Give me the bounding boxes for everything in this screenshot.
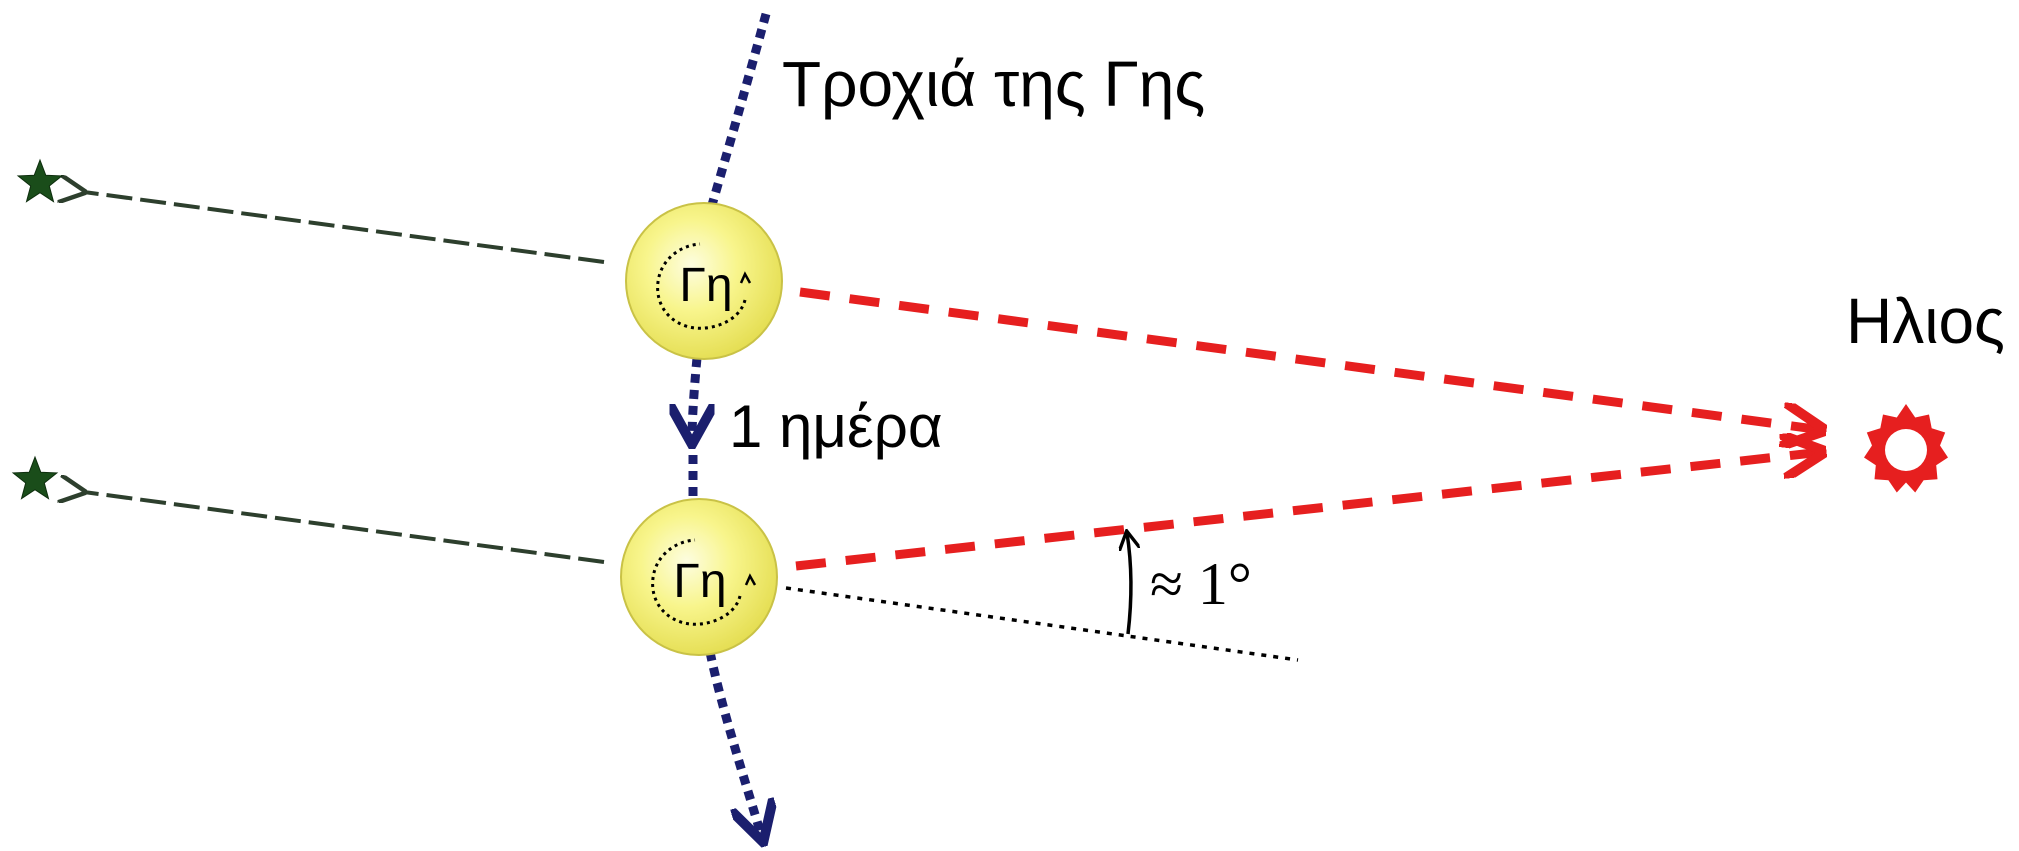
- earth-bottom: Γη: [620, 498, 778, 656]
- orbit-path-upper: [707, 12, 771, 207]
- sun-line-bottom: [795, 452, 1822, 571]
- earth-label-bottom: Γη: [673, 555, 726, 608]
- angle-arrow: [1127, 533, 1131, 635]
- orbit-label: Τροχιά της Γης: [782, 48, 1205, 120]
- angle-label: ≈ 1°: [1150, 551, 1252, 617]
- orbit-path-lower: [705, 651, 762, 838]
- earth-top: Γη: [625, 202, 783, 360]
- reference-line: [785, 586, 1299, 662]
- star-icon: [11, 455, 59, 500]
- sun-icon: [1864, 404, 1948, 493]
- star-icon: [16, 158, 64, 203]
- orbit-path-middle: [692, 357, 697, 440]
- rotation-arrow-icon: [651, 538, 742, 626]
- rotation-arrow-icon: [656, 242, 747, 330]
- star-line-top: [84, 192, 605, 264]
- day-label: 1 ημέρα: [729, 393, 943, 460]
- earth-label-top: Γη: [679, 259, 732, 312]
- sun-line-top: [799, 287, 1822, 430]
- star-line-bottom: [84, 492, 605, 564]
- sun-label: Ηλιος: [1846, 285, 2005, 357]
